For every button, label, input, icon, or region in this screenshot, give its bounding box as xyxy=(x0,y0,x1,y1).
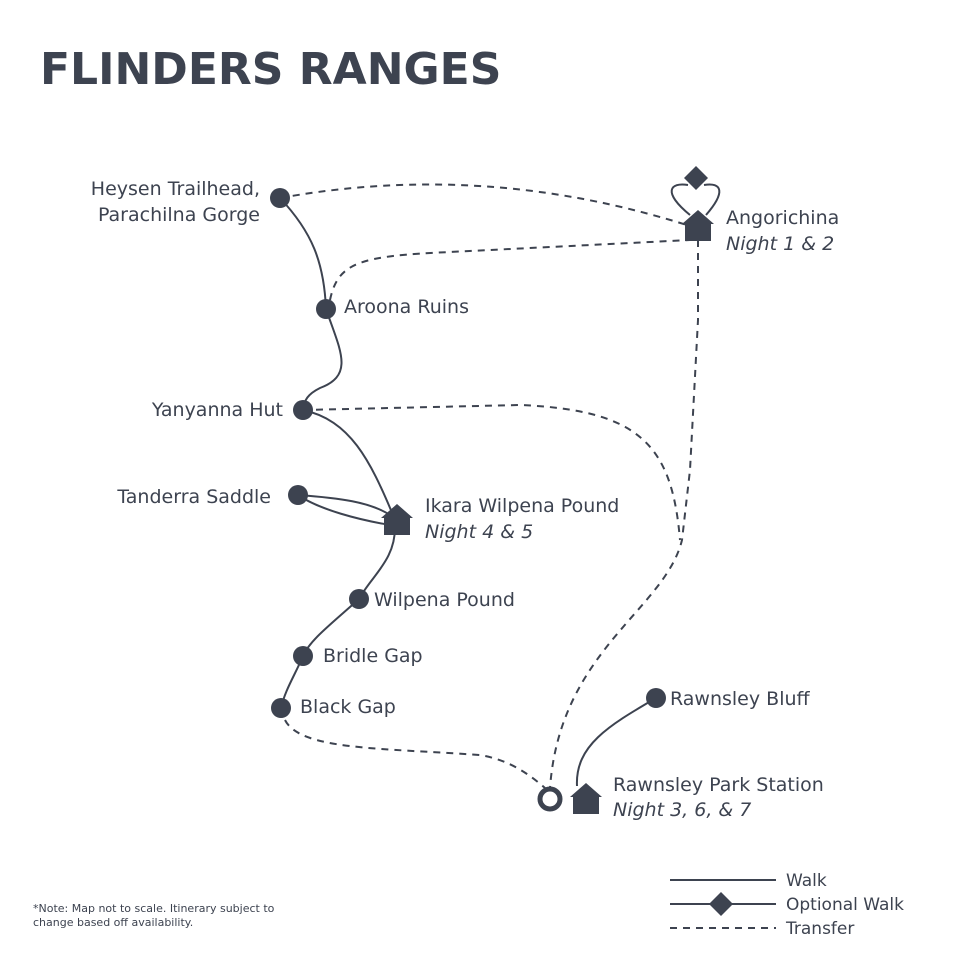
label-tanderra: Tanderra Saddle xyxy=(116,486,271,508)
label-ikara-nights: Night 4 & 5 xyxy=(425,521,533,543)
node-tanderra xyxy=(288,485,308,505)
label-rawnsley-park: Rawnsley Park Station xyxy=(613,774,824,796)
node-black-gap xyxy=(271,698,291,718)
house-icon-angorichina xyxy=(682,210,714,241)
node-aroona xyxy=(316,299,336,319)
label-angorichina: Angorichina xyxy=(726,207,839,229)
label-ikara: Ikara Wilpena Pound xyxy=(425,495,619,517)
node-bridle xyxy=(293,646,313,666)
transfer-point-ring xyxy=(537,786,563,812)
label-bridle: Bridle Gap xyxy=(323,645,423,667)
label-rawnsley-park-nights: Night 3, 6, & 7 xyxy=(613,799,751,821)
label-aroona: Aroona Ruins xyxy=(344,296,469,318)
note-line-2: change based off availability. xyxy=(33,916,193,929)
map-title: FLINDERS RANGES xyxy=(40,44,501,95)
legend-walk-label: Walk xyxy=(786,871,827,891)
label-angorichina-nights: Night 1 & 2 xyxy=(726,233,834,255)
node-rawnsley-bluff xyxy=(646,688,666,708)
node-yanyanna xyxy=(293,400,313,420)
house-icon-ikara xyxy=(381,504,413,535)
legend-transfer-label: Transfer xyxy=(785,919,854,939)
label-heysen-1: Heysen Trailhead, xyxy=(91,178,260,200)
transfer-routes xyxy=(279,183,699,789)
legend-optional-label: Optional Walk xyxy=(786,895,904,915)
house-icon-rawnsley-park xyxy=(570,783,602,814)
note-line-1: *Note: Map not to scale. Itinerary subje… xyxy=(33,902,275,915)
node-heysen xyxy=(270,188,290,208)
optional-walk-diamond-icon xyxy=(684,166,708,190)
label-rawnsley-bluff: Rawnsley Bluff xyxy=(670,688,811,710)
label-heysen-2: Parachilna Gorge xyxy=(98,204,260,226)
label-yanyanna: Yanyanna Hut xyxy=(151,399,283,421)
legend: Walk Optional Walk Transfer xyxy=(670,871,904,939)
legend-diamond-icon xyxy=(709,892,733,916)
node-wilpena xyxy=(349,589,369,609)
label-black-gap: Black Gap xyxy=(300,696,396,718)
label-wilpena: Wilpena Pound xyxy=(374,589,515,611)
